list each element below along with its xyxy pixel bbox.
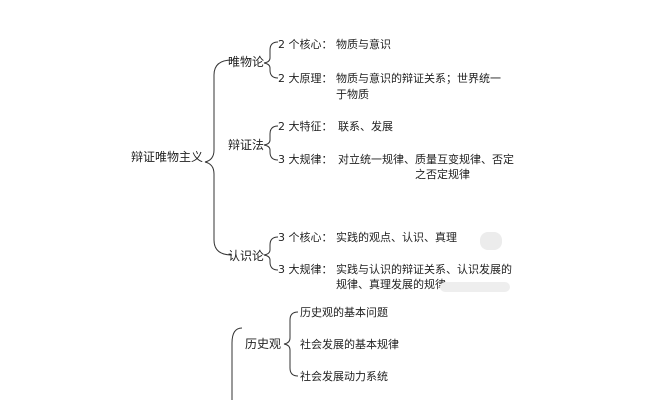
- list-item: 历史观的基本问题: [300, 306, 388, 319]
- root-bracket: [204, 59, 233, 256]
- item-label: 3 大规律：: [278, 263, 333, 276]
- item-label: 2 个核心：: [278, 38, 333, 51]
- item-value: 物质与意识: [336, 38, 391, 51]
- bianzhengfa-bracket: [263, 125, 279, 161]
- root-label: 辩证唯物主义: [131, 150, 204, 164]
- item-value-cont: 之否定规律: [415, 168, 470, 181]
- watermark-smudge: [440, 282, 510, 292]
- list-item: 社会发展动力系统: [300, 370, 388, 383]
- item-label: 3 大规律：: [278, 153, 333, 166]
- item-label: 3 个核心：: [278, 231, 333, 244]
- item-value-cont: 规律、真理发展的规律: [336, 278, 446, 291]
- item-label: 2 大特征：: [278, 120, 333, 133]
- lishiguan-bracket: [283, 311, 299, 377]
- item-value: 实践的观点、认识、真理: [336, 231, 457, 244]
- item-value: 实践与认识的辩证关系、认识发展的: [336, 263, 512, 276]
- item-value-cont: 于物质: [336, 88, 369, 101]
- branch-label-weiwulun: 唯物论: [228, 55, 265, 69]
- section-label-lishiguan: 历史观: [245, 337, 282, 351]
- item-label: 2 大原理：: [278, 72, 333, 85]
- renshilun-bracket: [263, 236, 279, 271]
- watermark-smudge: [480, 232, 502, 250]
- lower-root-bracket: [231, 327, 243, 400]
- branch-label-renshilun: 认识论: [228, 249, 265, 263]
- item-value: 物质与意识的辩证关系；世界统一: [336, 72, 501, 85]
- weiwulun-bracket: [263, 41, 279, 79]
- branch-label-bianzhengfa: 辩证法: [228, 138, 265, 152]
- list-item: 社会发展的基本规律: [300, 338, 399, 351]
- item-value: 对立统一规律、质量互变规律、否定: [338, 153, 514, 166]
- item-value: 联系、发展: [338, 120, 393, 133]
